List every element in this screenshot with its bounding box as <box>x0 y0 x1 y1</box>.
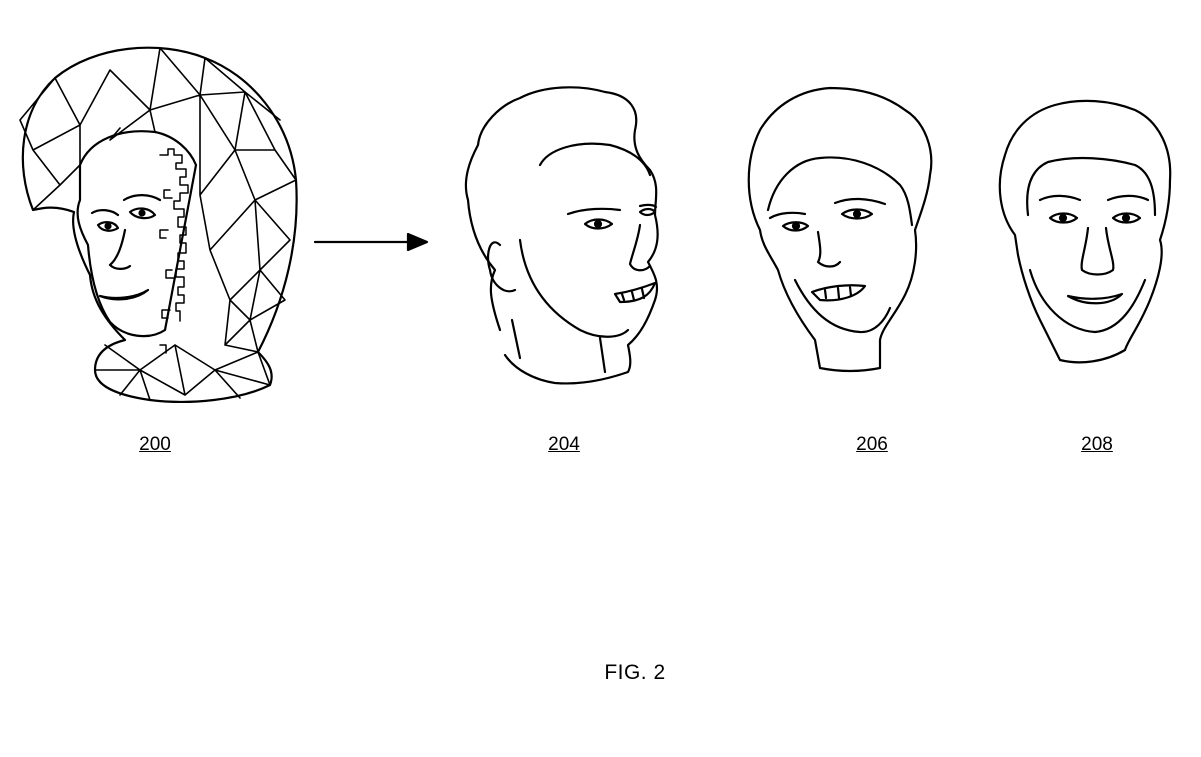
mesh-head-200 <box>19 46 298 403</box>
head-208-eye-left <box>1048 212 1079 224</box>
head-208-brows <box>1038 194 1150 202</box>
mesh-head-mouth <box>98 288 150 301</box>
transform-arrow <box>313 232 429 252</box>
head-204-neck <box>510 318 607 374</box>
head-204-hairline <box>538 142 652 177</box>
head-208-eye-right <box>1111 212 1142 224</box>
head-208-nose <box>1080 226 1115 276</box>
head-204-outline <box>464 86 659 385</box>
head-204-mouth <box>613 281 657 304</box>
head-206-eye-right <box>840 208 874 220</box>
head-206-outline <box>747 86 933 373</box>
head-204-pupil-left <box>593 219 603 229</box>
head-206-nose <box>816 230 842 268</box>
mesh-head-nose <box>108 228 132 270</box>
label-204: 204 <box>548 434 580 455</box>
head-206-hairline <box>766 156 914 227</box>
mesh-triangles <box>19 47 297 401</box>
figure-caption: FIG. 2 <box>604 661 666 684</box>
head-204-eye-left <box>583 218 614 230</box>
mesh-head-pupil-right <box>138 209 146 217</box>
head-204-jaw <box>518 238 630 338</box>
head-206-mouth <box>810 284 867 302</box>
head-204-nose <box>628 223 652 272</box>
mesh-head-pupil-left <box>104 222 112 230</box>
label-206: 206 <box>856 434 888 455</box>
head-208-outline <box>998 99 1172 364</box>
head-204-ear <box>486 241 517 293</box>
mesh-texture-patch <box>159 148 189 354</box>
label-208: 208 <box>1081 434 1113 455</box>
mesh-head-outline <box>21 46 298 403</box>
head-208 <box>998 99 1172 364</box>
mesh-head-eye-left <box>96 221 120 232</box>
head-204-eye-right <box>638 207 657 217</box>
mesh-head-face <box>76 130 198 338</box>
head-208-hairline <box>1026 156 1157 217</box>
head-208-pupil-left <box>1058 213 1068 223</box>
head-208-pupil-right <box>1121 213 1131 223</box>
head-204-brows <box>566 203 658 216</box>
head-208-mouth <box>1066 292 1124 305</box>
head-206-jaw <box>793 278 892 334</box>
head-206-pupil-left <box>791 221 801 231</box>
mesh-head-brows <box>90 194 162 217</box>
head-206 <box>747 86 933 373</box>
head-206-pupil-right <box>852 209 862 219</box>
label-200: 200 <box>139 434 171 455</box>
mesh-head-eye-right <box>128 207 157 220</box>
head-208-jaw <box>1028 268 1147 334</box>
head-206-brows <box>768 197 887 220</box>
head-204 <box>464 86 659 385</box>
head-206-eye-left <box>781 221 810 232</box>
